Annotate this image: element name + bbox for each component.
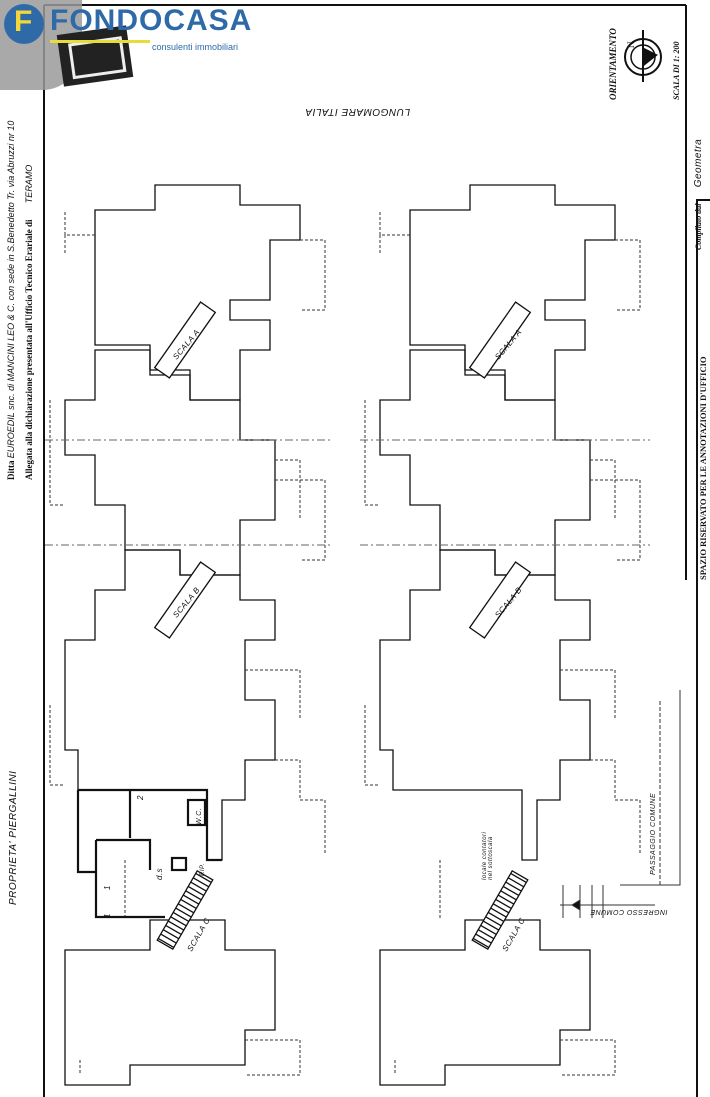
dashed-outline-0-3 [79,860,301,1076]
frame [43,4,710,1097]
room-label-wc: W.C. [196,807,203,825]
room-label-1b: 1 [103,913,112,918]
allegata-label: Allegata alla dichiarazione presentata a… [24,219,34,480]
room-label-ds: d.s [155,867,164,880]
stair-b-right [468,561,532,639]
room-label-2: 2 [136,795,145,800]
building-outline-1-0 [409,184,616,401]
north-arrow-icon [624,30,662,82]
stair-c-right [471,869,529,951]
building-outline-0-3 [64,919,276,1086]
logo-mark-icon [4,4,44,44]
logo-bar [50,40,150,43]
passage-lines [560,690,681,918]
dashed-outline-1-0 [379,210,641,311]
stair-c [156,869,214,951]
logo-brand: FONDOCASA [50,4,253,37]
logo-letter: F [14,5,33,38]
office-box-label: SPAZIO RISERVATO PER LE ANNOTAZIONI D'UF… [698,356,708,581]
orientation-label: ORIENTAMENTO [608,28,618,100]
building-outline-0-2 [64,549,276,861]
dashed-outline-1-1 [364,400,641,561]
stair-b [153,561,217,639]
north-label: N [626,41,636,49]
compilato: Compilato dal Geometra [693,139,704,250]
room-label-rip: RIP. [200,863,206,876]
ingresso-comune-label: INGRESSO COMUNE [590,908,668,915]
building-outline-1-3 [379,919,591,1086]
ditta-value: EUROEDIL snc. di MANCINI LEO & C. con se… [6,120,16,459]
ufficio-value: TERAMO [24,164,34,204]
unit-outline [76,788,222,919]
dashed-outline-1-2 [364,669,641,855]
compilato-value: Geometra [693,138,704,188]
compilato-label: Compilato dal [694,203,703,250]
dashed-outline-0-2 [49,669,326,855]
fondocasa-logo: F FONDOCASA consulenti immobiliari [0,0,251,90]
street-label: LUNGOMARE ITALIA [305,106,411,117]
building-outline-0-0 [94,184,301,401]
stair-a-right [468,301,532,379]
building-outline-1-1 [379,349,591,576]
allegata-line: Allegata alla dichiarazione presentata a… [24,165,35,480]
building-outline-0-1 [64,349,276,576]
dashed-outline-0-0 [64,210,326,311]
building-outline-1-2 [379,549,591,861]
ditta-label: Ditta [6,460,16,481]
passaggio-comune-label: PASSAGGIO COMUNE [650,792,657,875]
dashed-outline-1-3 [394,860,616,1076]
ditta-line: Ditta EUROEDIL snc. di MANCINI LEO & C. … [6,121,17,480]
room-label-1a: 1 [103,885,112,890]
proprieta-label: PROPRIETA' PIERGALLINI [8,770,19,905]
logo-tagline: consulenti immobiliari [152,42,239,52]
stair-a [153,301,217,379]
scale-label: SCALA DI 1: 200 [672,41,681,100]
dashed-outline-0-1 [49,400,326,561]
contatori-label: locale contatori nel sottoscala [482,831,494,880]
